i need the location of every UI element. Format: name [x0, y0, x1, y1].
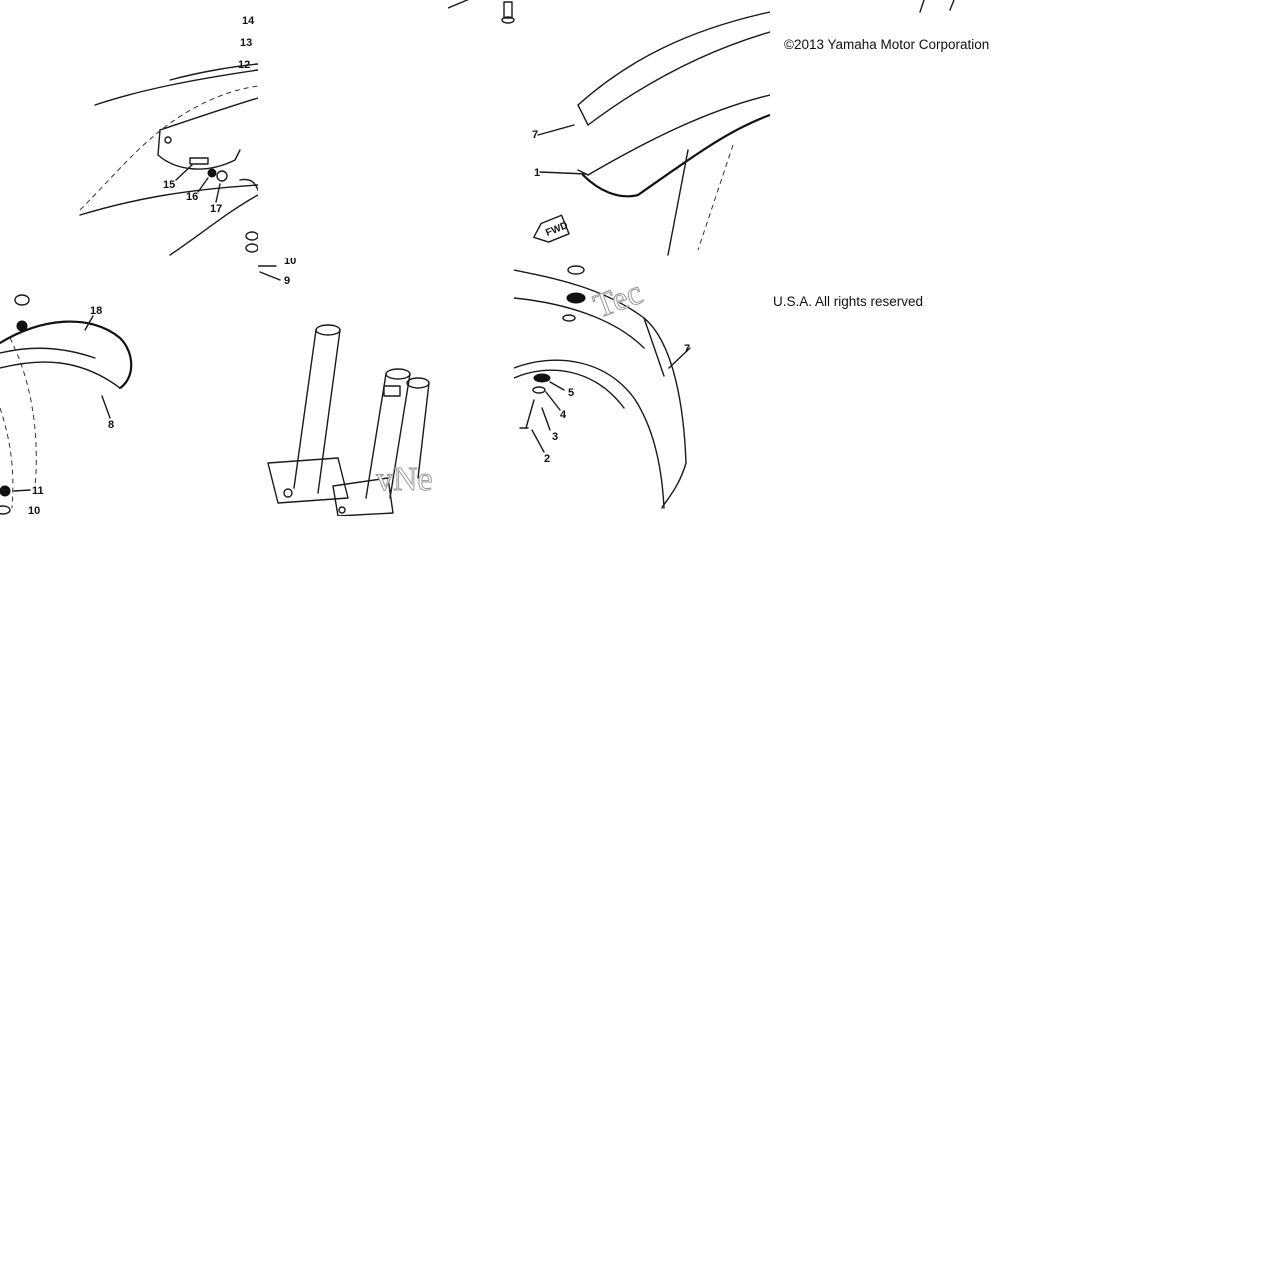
callout-16: 16 [186, 191, 198, 203]
fork-tubes-drawing: 10 9 vNe [258, 258, 433, 516]
copyright-text: ©2013 Yamaha Motor Corporation [784, 37, 990, 52]
callout-14: 14 [242, 15, 255, 27]
seat-outline [159, 97, 258, 131]
callout-9: 9 [284, 275, 290, 287]
rights-text: U.S.A. All rights reserved [773, 294, 924, 309]
callout-3: 3 [552, 431, 558, 443]
callout-4: 4 [560, 409, 567, 421]
diagram-tile-lower-fender: Tec 7 5 4 3 2 [514, 258, 770, 516]
diagram-tile-fork-tubes: 10 9 vNe [258, 258, 448, 516]
lower-fender-drawing: Tec 7 5 4 3 2 [514, 265, 691, 509]
diagram-tile-upper-fender: 7 1 FWD [448, 0, 770, 258]
callouts-front-fender: 18 8 11 10 [28, 305, 114, 516]
callout-2: 2 [544, 453, 550, 465]
callout-12: 12 [238, 59, 250, 71]
rear-section-drawing: 14 13 12 15 16 17 [79, 15, 258, 256]
callouts-lower-fender: 7 5 4 3 2 [544, 343, 690, 465]
callout-18: 18 [90, 305, 102, 317]
callout-1: 1 [534, 167, 540, 179]
watermark-vne: vNe [376, 461, 433, 498]
bracket-plate [157, 129, 241, 170]
callout-10-b: 10 [284, 258, 296, 267]
diagram-tile-rear-section: 14 13 12 15 16 17 [0, 0, 258, 258]
stripe-bottom [587, 31, 770, 126]
fwd-tag: FWD [533, 214, 570, 243]
callouts-rear: 14 13 12 15 16 17 [163, 15, 255, 215]
front-fender-drawing: 18 8 11 10 [0, 294, 133, 516]
callout-17: 17 [210, 203, 222, 215]
diagram-tile-copyright [770, 0, 1028, 320]
callout-7-b: 7 [684, 343, 690, 355]
callout-11: 11 [32, 485, 44, 497]
callout-8: 8 [108, 419, 114, 431]
callouts-upper-fender: 7 1 [532, 129, 540, 179]
diagram-tile-front-fender: 18 8 11 10 [0, 258, 258, 516]
upper-fender-drawing: 7 1 FWD [448, 0, 770, 256]
callout-7: 7 [532, 129, 538, 141]
fender-outline [0, 320, 133, 390]
callout-5: 5 [568, 387, 574, 399]
fender-inner-edge [514, 359, 665, 509]
callout-10: 10 [28, 505, 40, 516]
fender-edge [581, 113, 770, 198]
callout-15: 15 [163, 179, 175, 191]
callout-13: 13 [240, 37, 252, 49]
copyright-tile-drawing [919, 0, 955, 13]
stripe-top [577, 11, 770, 106]
